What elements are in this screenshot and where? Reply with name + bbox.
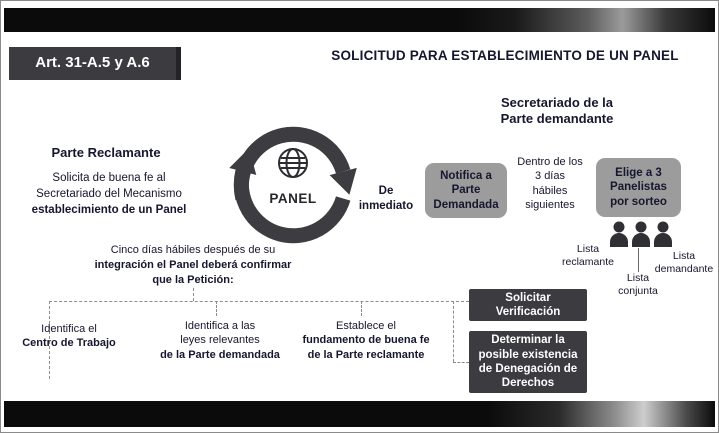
confirmation-intro-bold: integración el Panel deberá confirmar qu… [94,258,292,286]
left-drop-line [49,301,50,379]
cycle-arrows-icon [229,126,357,244]
intro-drop-line [193,288,194,301]
panelists-icon [610,221,672,247]
denial-of-rights-box: Determinar la posible existencia de Dene… [469,331,587,393]
top-letterbox-bar [4,8,715,32]
claimant-description-bold: establecimiento de un Panel [31,204,187,217]
notify-box: Notifica a Parte Demandada [425,163,507,218]
article-badge: Art. 31-A.5 y A.6 [9,47,181,80]
item-laws-normal: Identifica a las leyes relevantes [180,320,260,347]
item-goodfaith-normal: Establece el [336,320,396,332]
claimant-description-normal: Solicita de buena fe al Secretariado del… [36,172,182,201]
right-drop-line [361,301,362,316]
list-joint-label: Lista conjunta [618,272,658,298]
actions-bracket-line [453,301,454,362]
confirmation-intro-normal: Cinco días hábiles después de su [110,244,276,256]
globe-icon [278,148,308,178]
article-badge-label: Art. 31-A.5 y A.6 [35,54,150,72]
item-workplace-bold: Centro de Trabajo [22,337,116,350]
list-respondent-label: Lista demandante [654,250,714,276]
list-claimant-label: Lista reclamante [562,243,614,269]
slide-title: SOLICITUD PARA ESTABLECIMIENTO DE UN PAN… [331,48,679,63]
secretariat-heading: Secretariado de la Parte demandante [500,95,614,127]
item-workplace-normal: Identifica el [41,323,97,335]
panel-label: PANEL [269,191,316,206]
mid-drop-line [216,301,217,316]
request-verification-box: Solicitar Verificación [469,289,587,321]
immediate-label: De inmediato [358,185,414,212]
main-connector-line [49,301,469,302]
choose-panelists-box: Elige a 3 Panelistas por sorteo [596,158,681,217]
claimant-description: Solicita de buena fe al Secretariado del… [13,170,205,218]
item-workplace: Identifica el Centro de Trabajo [21,322,117,351]
joint-list-connector-line [638,248,639,272]
panel-cycle-diagram: PANEL [229,126,357,244]
item-goodfaith-bold: fundamento de buena fe de la Parte recla… [302,334,430,361]
claimant-heading: Parte Reclamante [51,145,161,160]
item-laws: Identifica a las leyes relevantes de la … [141,319,299,362]
confirmation-intro: Cinco días hábiles después de su integra… [73,243,313,288]
item-goodfaith: Establece el fundamento de buena fe de l… [297,319,435,362]
item-laws-bold: de la Parte demandada [160,348,280,361]
bottom-letterbox-bar [4,401,715,427]
within-days-label: Dentro de los 3 días hábiles siguientes [517,156,583,211]
denial-stub-line [453,362,469,363]
